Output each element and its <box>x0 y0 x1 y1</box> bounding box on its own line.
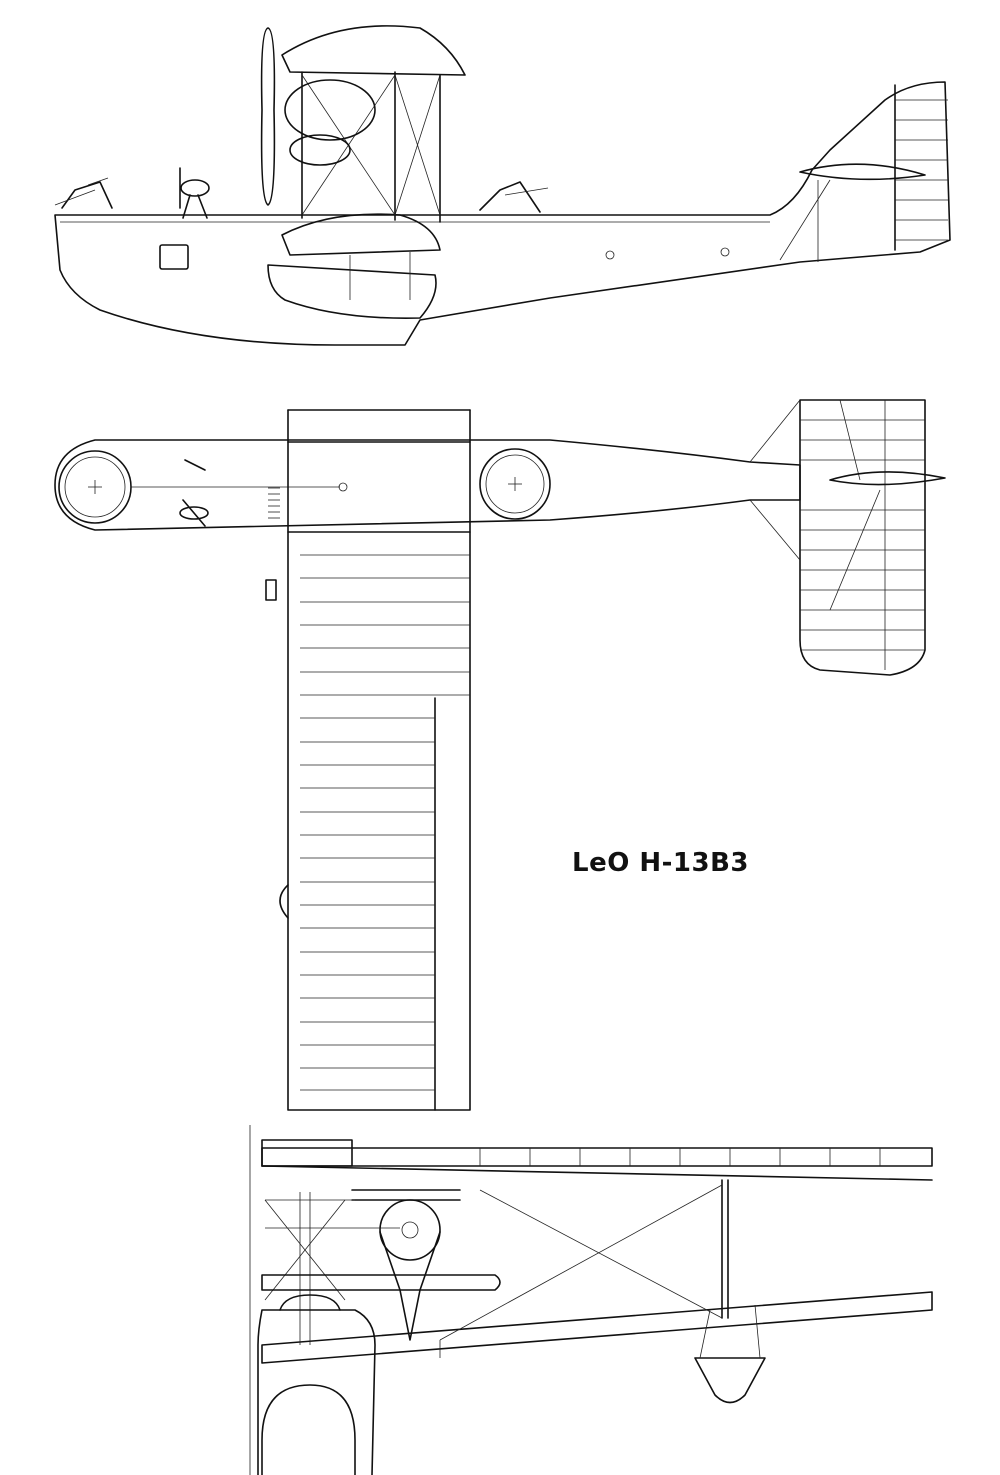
float <box>267 264 437 319</box>
engine-front <box>379 1199 441 1261</box>
lower-wing <box>281 213 441 256</box>
front-view <box>249 1125 933 1475</box>
tailplane-top <box>799 399 926 676</box>
lower-wing-front <box>261 1291 933 1364</box>
drawing-title: LeO H-13B3 <box>572 848 749 878</box>
engine <box>284 79 376 141</box>
porthole <box>159 244 189 270</box>
upper-wing-front <box>261 1147 933 1167</box>
auxiliary-engine <box>179 167 210 219</box>
top-view <box>54 399 946 1111</box>
fuselage-top <box>54 439 801 531</box>
upper-wing <box>281 25 466 76</box>
wing-float <box>694 1357 766 1404</box>
rear-gun <box>479 181 549 213</box>
side-view <box>54 25 951 346</box>
tailplane <box>799 163 926 181</box>
hull <box>54 81 951 346</box>
hull-front <box>257 1309 376 1475</box>
propeller <box>260 27 276 206</box>
rear-cockpit <box>479 448 551 520</box>
bow-gun <box>54 177 113 209</box>
wing-top <box>287 441 471 1111</box>
